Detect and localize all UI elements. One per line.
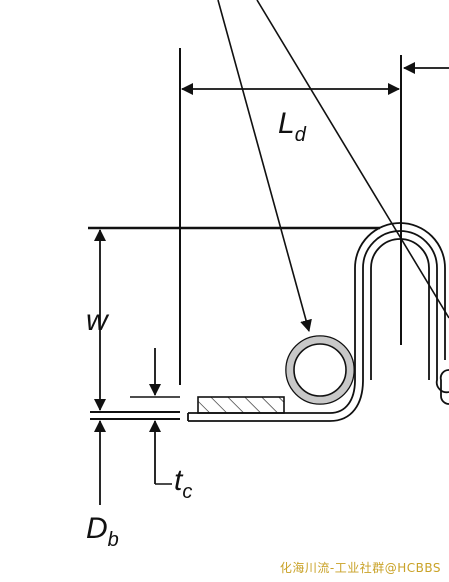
watermark-text: 化海川流-工业社群@HCBBS [279, 561, 441, 575]
leader-line-to-ring [217, 0, 312, 332]
label-db: Db [86, 512, 119, 551]
label-w: w [86, 304, 110, 337]
coil-ring [285, 335, 355, 405]
coil-ring-inner [293, 343, 347, 397]
coil-ring-fill [286, 336, 354, 404]
hatched-plate [197, 396, 285, 414]
label-ld: Ld [278, 107, 307, 146]
leader-line-diagonal [256, 0, 449, 319]
spring-curl-outer [329, 230, 449, 422]
spring-inner-arch [370, 238, 430, 380]
spring-base-strip [187, 412, 330, 422]
spring-curl-inner [329, 222, 446, 414]
spring-right-tail [439, 369, 449, 405]
label-tc: tc [174, 464, 192, 503]
